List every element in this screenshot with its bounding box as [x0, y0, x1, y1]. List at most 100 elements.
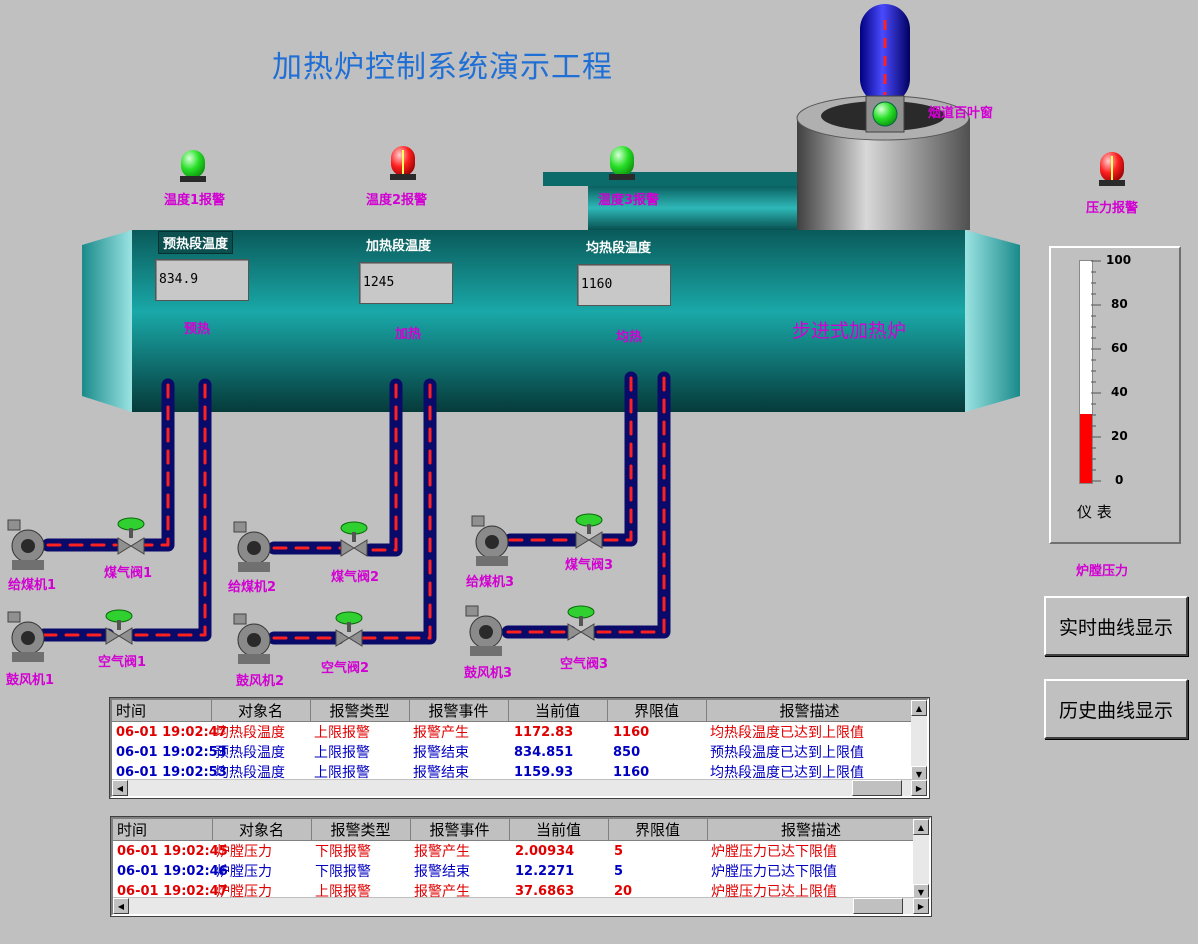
- column-header[interactable]: 报警描述: [707, 819, 916, 841]
- blower-3-label: 鼓风机3: [464, 666, 513, 681]
- table-cell-limit: 5: [614, 863, 624, 879]
- scroll-right-icon[interactable]: ▶: [911, 780, 927, 796]
- damper-icon[interactable]: [865, 95, 905, 133]
- valve-icon[interactable]: [105, 609, 133, 645]
- table-cell-limit: 1160: [613, 724, 650, 740]
- scroll-up-icon[interactable]: ▲: [911, 700, 927, 716]
- scroll-left-icon[interactable]: ◀: [112, 780, 128, 796]
- history-curve-button[interactable]: 历史曲线显示: [1044, 679, 1188, 739]
- scroll-left-icon[interactable]: ◀: [113, 898, 129, 914]
- temp1-alarm-lamp-icon: [180, 150, 206, 182]
- valve-icon[interactable]: [575, 513, 603, 549]
- scroll-up-icon[interactable]: ▲: [913, 819, 929, 835]
- air-valve-2-label: 空气阀2: [321, 661, 370, 676]
- process-diagram: [7, 4, 1125, 664]
- table-cell-event: 报警结束: [413, 765, 469, 781]
- zone2-name: 加热: [395, 327, 422, 342]
- column-header[interactable]: 报警类型: [310, 700, 410, 722]
- alarm-table-1-vscroll[interactable]: ▲ ▼: [911, 700, 927, 782]
- column-header[interactable]: 当前值: [508, 700, 608, 722]
- zone1-temp-readout: 834.9: [155, 259, 249, 301]
- table-cell-value: 1159.93: [514, 764, 574, 780]
- table-cell-type: 上限报警: [314, 745, 370, 761]
- furnace-body: [132, 230, 965, 412]
- zone1-name: 预热: [184, 322, 211, 337]
- realtime-curve-button[interactable]: 实时曲线显示: [1044, 596, 1188, 656]
- coal-feeder-1-label: 给煤机1: [8, 578, 57, 593]
- table-cell-desc: 均热段温度已达到上限值: [710, 765, 864, 781]
- table-cell-value: 834.851: [514, 744, 574, 760]
- air-valve-1-label: 空气阀1: [98, 655, 147, 670]
- furnace-end-left: [82, 230, 132, 412]
- scroll-down-icon[interactable]: ▼: [913, 884, 929, 900]
- smoke-stack: [860, 4, 910, 104]
- column-header[interactable]: 报警描述: [706, 700, 914, 722]
- alarm-table-1-hscroll[interactable]: ◀ ▶: [112, 779, 927, 796]
- column-header[interactable]: 界限值: [608, 819, 708, 841]
- gauge-fill: [1080, 414, 1092, 483]
- scroll-thumb[interactable]: [853, 898, 903, 914]
- valve-icon[interactable]: [340, 521, 368, 557]
- column-header[interactable]: 时间: [112, 700, 212, 722]
- flue-duct: [588, 186, 800, 230]
- scroll-thumb[interactable]: [852, 780, 902, 796]
- gauge-tick-100: 100: [1106, 253, 1132, 267]
- fan-icon[interactable]: [465, 605, 503, 656]
- valve-icon[interactable]: [567, 605, 595, 641]
- column-header[interactable]: 对象名: [212, 819, 312, 841]
- zone2-title: 加热段温度: [366, 239, 432, 254]
- table-cell-limit: 20: [614, 883, 633, 899]
- fan-icon[interactable]: [7, 611, 45, 662]
- table-cell-limit: 1160: [613, 764, 650, 780]
- column-header[interactable]: 报警类型: [311, 819, 411, 841]
- table-cell-object: 均热段温度: [215, 765, 285, 781]
- valve-icon[interactable]: [117, 517, 145, 555]
- gauge-tick-80: 80: [1111, 297, 1128, 311]
- temp3-alarm-lamp-icon: [609, 146, 635, 180]
- alarm-table-2-hscroll[interactable]: ◀ ▶: [113, 897, 929, 914]
- scroll-right-icon[interactable]: ▶: [913, 898, 929, 914]
- table-cell-desc: 炉膛压力已达下限值: [711, 864, 837, 880]
- fan-icon[interactable]: [233, 613, 271, 664]
- pressure-alarm-label: 压力报警: [1086, 201, 1139, 216]
- table-cell-time: 06-01 19:02:53: [116, 744, 227, 760]
- column-header[interactable]: 时间: [113, 819, 213, 841]
- table-cell-desc: 预热段温度已达到上限值: [710, 745, 864, 761]
- gauge-label: 仪 表: [1077, 503, 1112, 521]
- alarm-table-2-vscroll[interactable]: ▲ ▼: [913, 819, 929, 900]
- gauge-scale: [1091, 260, 1101, 482]
- table-cell-time: 06-01 19:02:46: [117, 863, 228, 879]
- furnace-end-right: [965, 230, 1020, 412]
- table-cell-event: 报警结束: [413, 745, 469, 761]
- column-header[interactable]: 界限值: [607, 700, 707, 722]
- table-cell-time: 06-01 19:02:45: [117, 843, 228, 859]
- gauge-caption: 炉膛压力: [1076, 564, 1129, 579]
- table-cell-type: 上限报警: [314, 765, 370, 781]
- flue-duct-top: [543, 172, 803, 186]
- gauge-tick-20: 20: [1111, 429, 1128, 443]
- column-header[interactable]: 当前值: [509, 819, 609, 841]
- zone2-temp-readout: 1245: [359, 262, 453, 304]
- column-header[interactable]: 对象名: [211, 700, 311, 722]
- fan-icon[interactable]: [233, 521, 271, 572]
- fan-icon[interactable]: [471, 515, 509, 566]
- gas-valve-1-label: 煤气阀1: [104, 566, 153, 581]
- column-header[interactable]: 报警事件: [409, 700, 509, 722]
- column-header[interactable]: 报警事件: [410, 819, 510, 841]
- valve-icon[interactable]: [335, 611, 363, 647]
- table-cell-desc: 炉膛压力已达下限值: [711, 844, 837, 860]
- air-valve-3-label: 空气阀3: [560, 657, 609, 672]
- fan-icon[interactable]: [7, 519, 45, 570]
- table-cell-time: 06-01 19:02:47: [117, 883, 228, 899]
- table-cell-time: 06-01 19:02:53: [116, 764, 227, 780]
- table-cell-object: 均热段温度: [215, 725, 285, 741]
- table-cell-object: 炉膛压力: [216, 844, 272, 860]
